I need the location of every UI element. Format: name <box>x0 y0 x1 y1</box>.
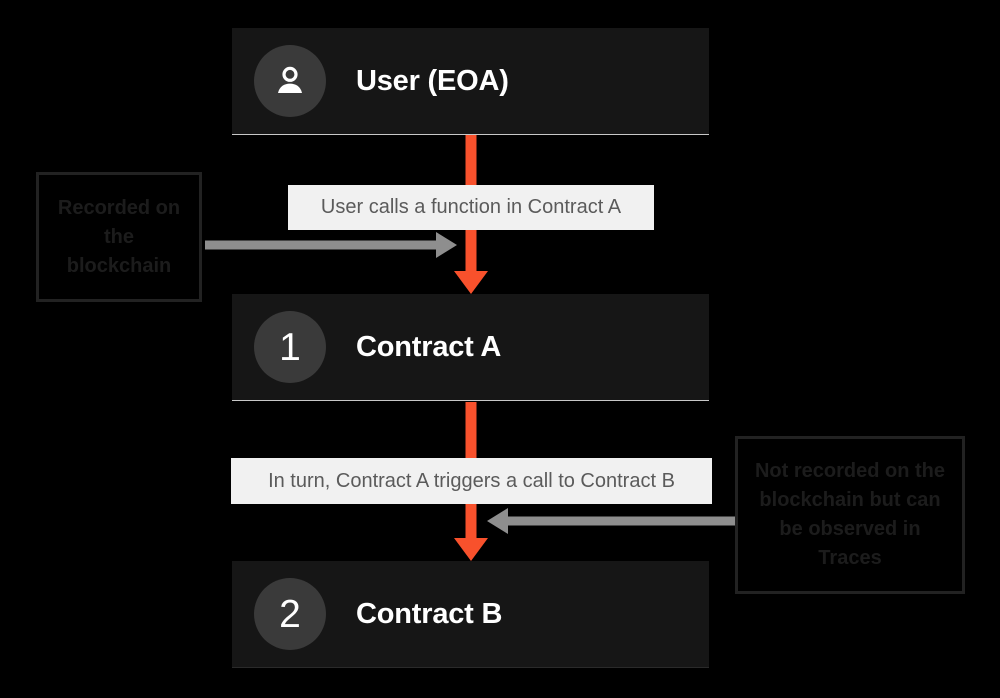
edge-label-contract-a-to-contract-b: In turn, Contract A triggers a call to C… <box>231 458 712 504</box>
node-user-label: User (EOA) <box>356 64 509 97</box>
node-contract-b[interactable]: 2 Contract B <box>232 561 709 668</box>
step-number-badge: 1 <box>254 311 326 383</box>
arrow-head-left-icon <box>487 508 508 534</box>
arrow-head-down-icon <box>454 538 488 561</box>
step-number-badge: 2 <box>254 578 326 650</box>
arrow-head-down-icon <box>454 271 488 294</box>
arrow-shaft <box>507 516 735 526</box>
edge-label-user-to-contract-a: User calls a function in Contract A <box>288 185 654 230</box>
connector-arrow-recorded <box>205 232 457 258</box>
node-contract-b-label: Contract B <box>356 597 503 630</box>
person-icon <box>254 45 326 117</box>
node-contract-a-label: Contract A <box>356 330 502 363</box>
callout-recorded: Recorded on the blockchain <box>36 172 202 302</box>
callout-not-recorded: Not recorded on the blockchain but can b… <box>735 436 965 594</box>
arrow-shaft <box>205 240 437 250</box>
arrow-head-right-icon <box>436 232 457 258</box>
node-contract-a[interactable]: 1 Contract A <box>232 294 709 401</box>
connector-arrow-not-recorded <box>487 508 735 534</box>
node-user[interactable]: User (EOA) <box>232 28 709 135</box>
